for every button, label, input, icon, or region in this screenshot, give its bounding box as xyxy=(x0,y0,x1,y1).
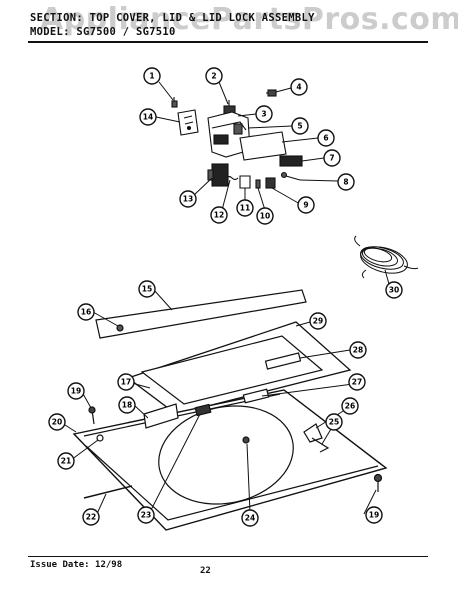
svg-text:20: 20 xyxy=(52,418,62,427)
part-23-hinge-pin xyxy=(194,403,212,417)
callout-26: 26 xyxy=(341,397,359,415)
callout-16: 16 xyxy=(77,303,95,321)
page-number: 22 xyxy=(200,566,211,576)
svg-text:17: 17 xyxy=(121,378,131,387)
svg-text:7: 7 xyxy=(329,154,334,163)
callout-14: 14 xyxy=(139,108,157,126)
callout-8: 8 xyxy=(337,173,355,191)
callout-15: 15 xyxy=(138,280,156,298)
callout-7: 7 xyxy=(323,149,341,167)
callout-27: 27 xyxy=(348,373,366,391)
part-10-pin xyxy=(255,179,261,189)
svg-text:25: 25 xyxy=(329,418,339,427)
part-19-screw-right xyxy=(373,473,383,492)
part-14-bracket xyxy=(177,109,199,136)
issue-date: Issue Date: 12/98 xyxy=(30,560,123,570)
callout-3: 3 xyxy=(255,105,273,123)
lid-handle xyxy=(264,352,302,370)
part-6-plate xyxy=(239,131,287,161)
part-30-wire-harness xyxy=(354,235,419,279)
svg-text:28: 28 xyxy=(353,346,363,355)
part-28-lid-panel xyxy=(140,335,324,405)
callout-12: 12 xyxy=(210,206,228,224)
part-18-hinge xyxy=(143,403,179,429)
svg-text:23: 23 xyxy=(141,511,151,520)
top-cover-assembly xyxy=(72,289,388,531)
callout-24: 24 xyxy=(241,509,259,527)
svg-text:5: 5 xyxy=(297,122,302,131)
svg-text:8: 8 xyxy=(343,178,348,187)
header-rule xyxy=(28,41,428,43)
svg-text:18: 18 xyxy=(122,401,132,410)
model-line: MODEL: SG7500 / SG7510 xyxy=(30,26,176,38)
callout-21: 21 xyxy=(57,452,75,470)
part-22-rod xyxy=(83,485,133,499)
part-8-screw xyxy=(280,171,301,181)
lid-lock-assembly xyxy=(171,89,303,189)
part-11-link xyxy=(239,175,251,189)
part-9-clip xyxy=(265,177,276,189)
svg-text:24: 24 xyxy=(245,514,255,523)
svg-text:21: 21 xyxy=(61,457,71,466)
section-title: SECTION: TOP COVER, LID & LID LOCK ASSEM… xyxy=(30,12,315,24)
svg-text:14: 14 xyxy=(143,113,153,122)
svg-text:4: 4 xyxy=(296,83,301,92)
svg-text:26: 26 xyxy=(345,402,355,411)
watermark: AppliancePartsPros.com xyxy=(40,2,458,37)
part-16-screw xyxy=(116,324,124,332)
callout-9: 9 xyxy=(297,196,315,214)
svg-text:22: 22 xyxy=(86,513,96,522)
svg-text:19: 19 xyxy=(369,511,379,520)
callout-1: 1 xyxy=(143,67,161,85)
callout-10: 10 xyxy=(256,207,274,225)
part-21-grommet xyxy=(96,434,104,442)
callouts: 1 2 3 4 5 6 7 8 9 10 11 12 13 14 15 16 1… xyxy=(48,67,403,527)
svg-text:6: 6 xyxy=(323,134,328,143)
svg-text:12: 12 xyxy=(214,211,224,220)
svg-text:1: 1 xyxy=(149,72,154,81)
callout-6: 6 xyxy=(317,129,335,147)
callout-20: 20 xyxy=(48,413,66,431)
callout-17: 17 xyxy=(117,373,135,391)
part-15-strip xyxy=(95,289,307,339)
callout-19-left: 19 xyxy=(67,382,85,400)
part-7-connector xyxy=(279,155,303,167)
tub-opening xyxy=(158,405,294,505)
svg-text:16: 16 xyxy=(81,308,91,317)
svg-text:9: 9 xyxy=(303,201,308,210)
part-19-screw-left xyxy=(88,406,96,425)
callout-29: 29 xyxy=(309,312,327,330)
part-26-striker xyxy=(303,423,323,443)
callout-19-right: 19 xyxy=(365,506,383,524)
callout-28: 28 xyxy=(349,341,367,359)
svg-text:10: 10 xyxy=(260,212,270,221)
callout-5: 5 xyxy=(291,117,309,135)
svg-text:27: 27 xyxy=(352,378,362,387)
part-27-hinge xyxy=(242,388,270,404)
svg-text:13: 13 xyxy=(183,195,193,204)
callout-13: 13 xyxy=(179,190,197,208)
part-1-screw xyxy=(171,97,178,108)
callout-18: 18 xyxy=(118,396,136,414)
part-13-solenoid xyxy=(207,163,229,187)
svg-text:15: 15 xyxy=(142,285,152,294)
callout-11: 11 xyxy=(236,199,254,217)
callout-4: 4 xyxy=(290,78,308,96)
footer-rule xyxy=(28,556,428,557)
svg-text:29: 29 xyxy=(313,317,323,326)
svg-text:2: 2 xyxy=(211,72,216,81)
svg-text:11: 11 xyxy=(240,204,250,213)
svg-text:3: 3 xyxy=(261,110,266,119)
callout-23: 23 xyxy=(137,506,155,524)
callout-30: 30 xyxy=(385,281,403,299)
svg-text:19: 19 xyxy=(71,387,81,396)
svg-text:30: 30 xyxy=(389,286,399,295)
callout-25: 25 xyxy=(325,413,343,431)
part-25-lock xyxy=(311,437,330,453)
part-4-plug xyxy=(266,89,277,97)
part-24-screw xyxy=(242,436,250,444)
callout-2: 2 xyxy=(205,67,223,85)
callout-22: 22 xyxy=(82,508,100,526)
